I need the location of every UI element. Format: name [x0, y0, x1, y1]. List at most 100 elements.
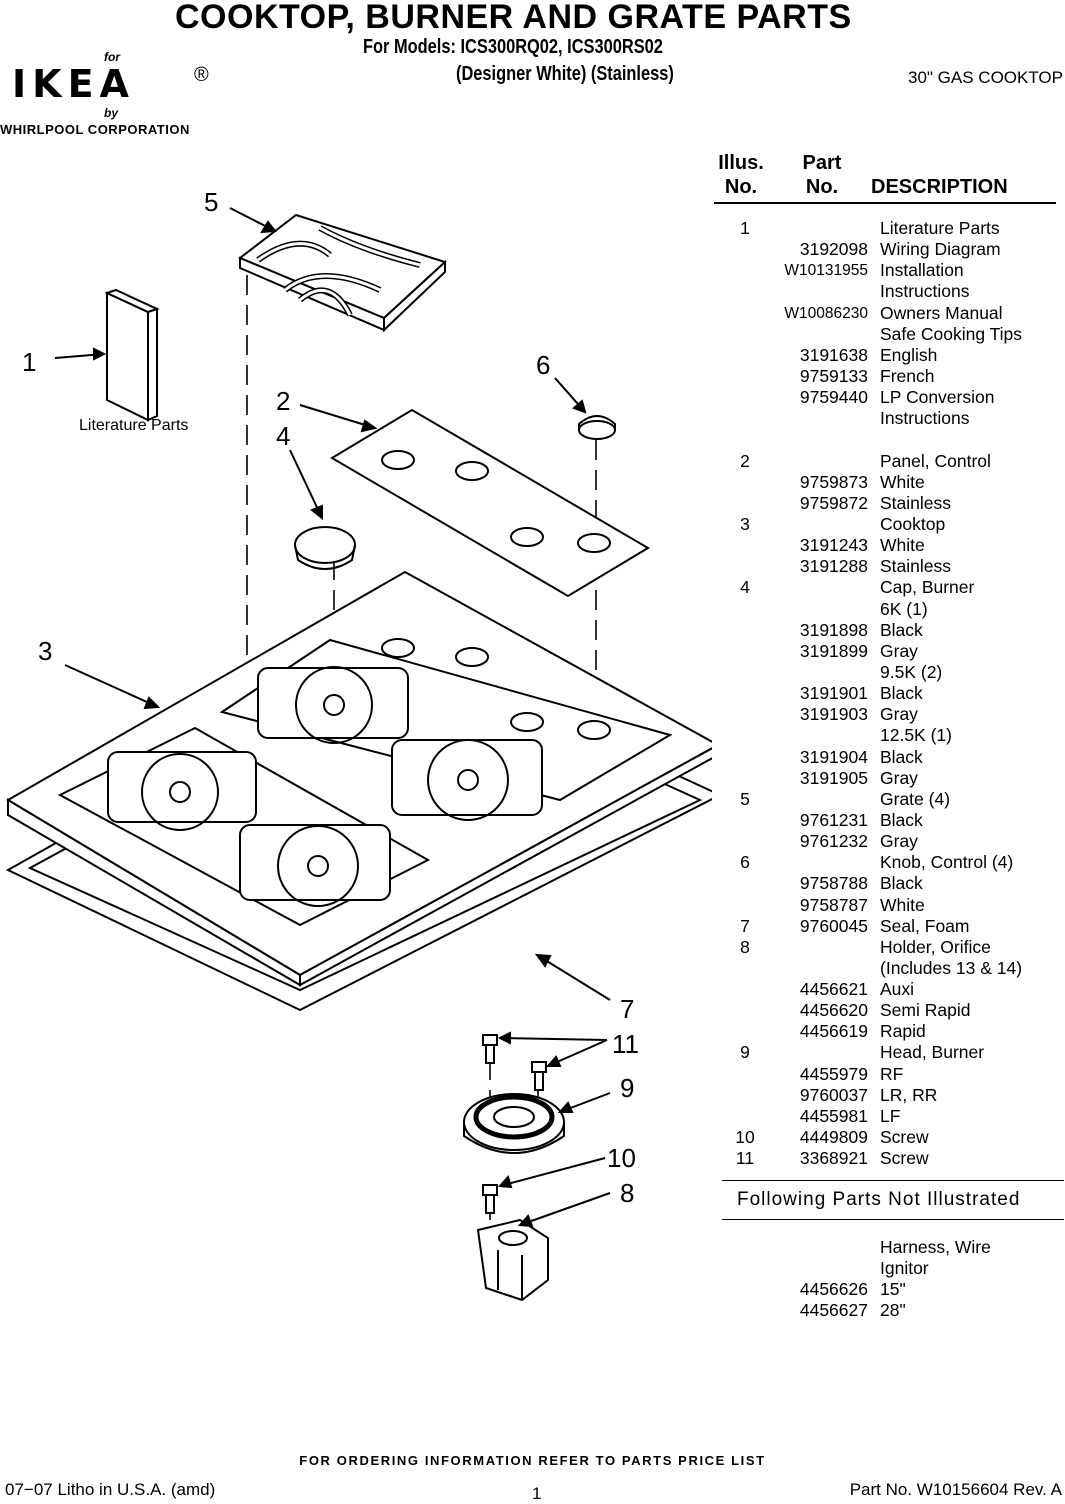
part-description: Ignitor — [880, 1258, 929, 1279]
parts-row: Safe Cooking Tips — [714, 324, 1064, 345]
parts-row: Instructions — [714, 408, 1064, 429]
parts-row: 6 Knob, Control (4) — [714, 852, 1064, 873]
parts-row: 3192098 Wiring Diagram — [714, 239, 1064, 260]
cooktop-illustration — [6, 570, 712, 987]
part-description: (Includes 13 & 14) — [880, 957, 1023, 978]
part-number: W10086230 — [784, 304, 868, 322]
part-number: 4456620 — [799, 1000, 868, 1021]
parts-row: 12.5K (1) — [714, 725, 1064, 746]
not-illustrated-heading: Following Parts Not Illustrated — [737, 1189, 1021, 1210]
ikea-logo: for IKEA ® by WHIRLPOOL CORPORATION — [0, 50, 223, 142]
part-number: 9761232 — [799, 831, 868, 852]
part-description: Instructions — [880, 408, 970, 429]
part-number: 3368921 — [799, 1148, 868, 1169]
parts-row: 9759133 French — [714, 366, 1064, 387]
part-number: 4456627 — [799, 1300, 868, 1321]
part-description: Literature Parts — [880, 218, 1000, 238]
part-description: French — [880, 365, 935, 386]
part-number: 9759133 — [799, 365, 868, 386]
callout-8: 8 — [620, 1178, 634, 1208]
part-description: Installation — [880, 260, 964, 281]
callout-leaders — [54, 207, 611, 1228]
callout-5: 5 — [204, 187, 218, 217]
callout-1: 1 — [22, 347, 36, 377]
illus-number: 10 — [735, 1127, 755, 1148]
parts-row: W10086230 Owners Manual — [714, 303, 1064, 324]
exploded-parts-diagram: Literature Parts — [5, 187, 712, 1302]
parts-row: 9759873 White — [714, 472, 1064, 493]
callout-2: 2 — [276, 386, 290, 416]
part-description: Wiring Diagram — [880, 239, 1001, 260]
part-description: Grate (4) — [880, 788, 951, 809]
parts-row: 5 Grate (4) — [714, 789, 1064, 810]
part-number: 9761231 — [799, 809, 868, 830]
part-description: Rapid — [880, 1021, 926, 1042]
callout-6: 6 — [536, 350, 550, 380]
part-description: Auxi — [880, 979, 915, 1000]
part-description: White — [880, 471, 925, 492]
part-number: 3191288 — [799, 556, 868, 577]
parts-row: 6K (1) — [714, 599, 1064, 620]
part-number: 3191901 — [799, 683, 868, 704]
part-description: Knob, Control (4) — [880, 852, 1014, 873]
parts-row: 4 Cap, Burner — [714, 577, 1064, 598]
part-number: 9759440 — [799, 387, 868, 408]
logo-corporation: WHIRLPOOL CORPORATION — [0, 122, 190, 137]
part-description: Stainless — [880, 556, 952, 577]
illus-number: 4 — [740, 577, 750, 598]
part-description: 9.5K (2) — [880, 661, 943, 682]
part-description: LP Conversion — [880, 387, 995, 408]
illus-number: 2 — [740, 450, 750, 471]
part-number: 4456621 — [799, 979, 868, 1000]
models-line: For Models: ICS300RQ02, ICS300RS02 — [363, 36, 663, 58]
ordering-note: FOR ORDERING INFORMATION REFER TO PARTS … — [299, 1453, 766, 1468]
callout-7: 7 — [620, 994, 634, 1024]
divider — [722, 1180, 1064, 1181]
part-description: Holder, Orifice — [880, 936, 991, 957]
orifice-holder-illustration — [476, 1218, 549, 1302]
part-number: 3192098 — [799, 239, 868, 260]
cooktop-type: 30" GAS COOKTOP — [908, 68, 1063, 87]
part-description: Owners Manual — [880, 302, 1003, 323]
part-number: 4449809 — [799, 1127, 868, 1148]
part-description: LR, RR — [880, 1084, 938, 1105]
part-description: Black — [880, 683, 923, 704]
part-description: Safe Cooking Tips — [880, 323, 1023, 344]
header-divider — [714, 202, 1056, 204]
part-description: Cooktop — [880, 513, 946, 534]
part-number: 3191638 — [799, 344, 868, 365]
illus-number: 6 — [740, 852, 750, 873]
litho-info: 07−07 Litho in U.S.A. (amd) — [5, 1480, 216, 1499]
part-description: White — [880, 894, 925, 915]
part-number: 3191903 — [799, 704, 868, 725]
part-description: Cap, Burner — [880, 577, 975, 598]
divider — [722, 1219, 1064, 1220]
part-description: Screw — [880, 1127, 929, 1148]
part-description: Seal, Foam — [880, 915, 970, 936]
illus-number: 5 — [740, 788, 750, 809]
part-number: 9759873 — [799, 471, 868, 492]
part-description: Stainless — [880, 492, 952, 513]
description-column-header: DESCRIPTION — [871, 176, 1008, 198]
callout-10: 10 — [607, 1143, 636, 1173]
parts-row: Instructions — [714, 281, 1064, 302]
part-number: 9758788 — [799, 873, 868, 894]
parts-row — [714, 429, 1064, 450]
